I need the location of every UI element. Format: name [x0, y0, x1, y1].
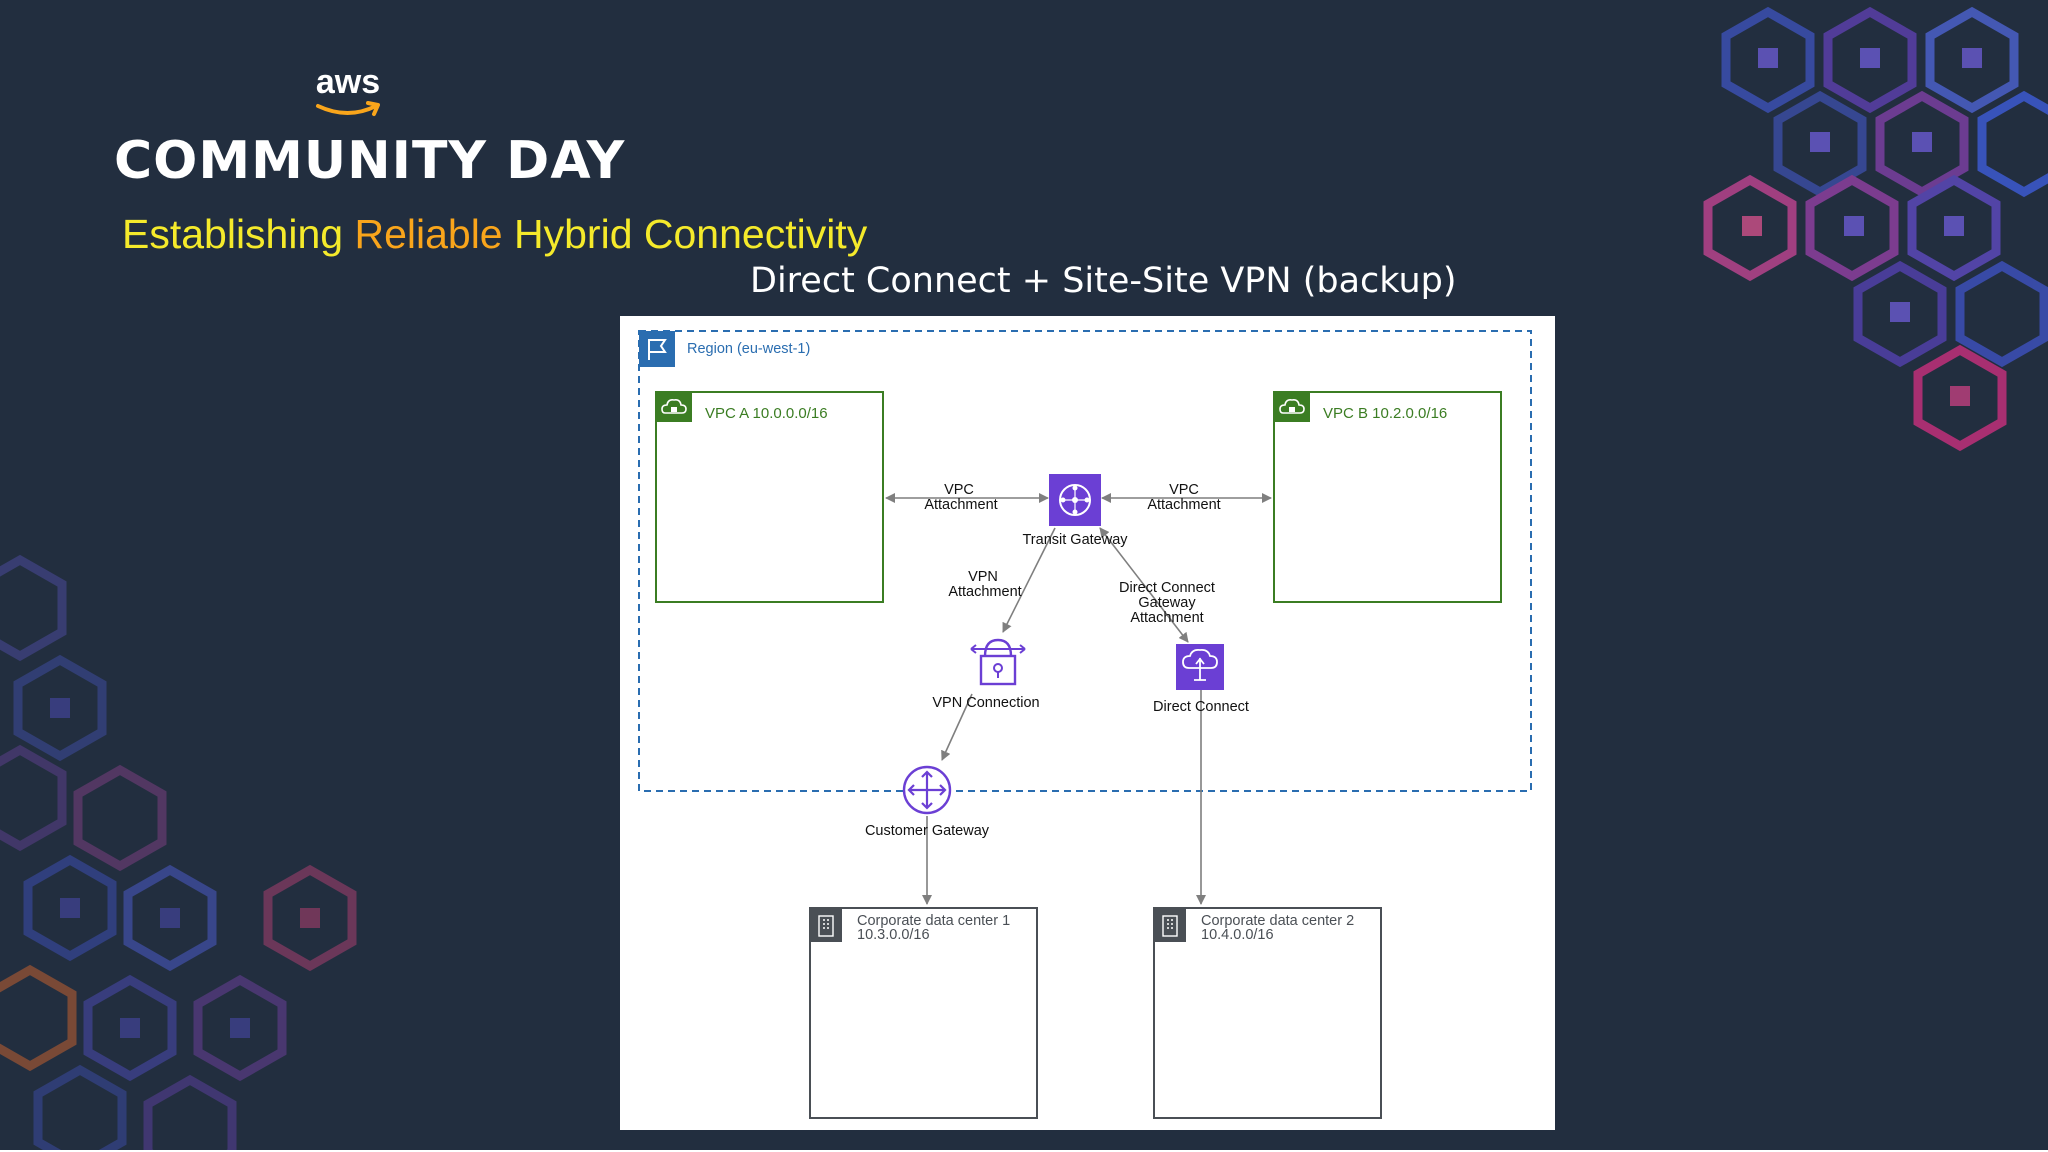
vpc-attachment-right-line2: Attachment	[1147, 497, 1220, 513]
datacenter-2-name: Corporate data center 2	[1201, 913, 1354, 929]
datacenter-1-name: Corporate data center 1	[857, 913, 1010, 929]
aws-logo: aws	[308, 62, 388, 122]
hexagon-pattern-top-right	[1703, 6, 2048, 452]
bottom-strip	[0, 1150, 2048, 1152]
region-group: Region (eu-west-1)	[638, 330, 1532, 792]
dx-gateway-attachment-label: Direct Connect Gateway Attachment	[1119, 580, 1215, 626]
vpn-attachment-line2: Attachment	[948, 584, 1021, 600]
vpn-lock-icon	[970, 638, 1026, 686]
vpc-a-group: VPC A 10.0.0.0/16	[655, 391, 884, 603]
direct-connect-node: Direct Connect	[1153, 644, 1249, 715]
vpc-cloud-lock-icon	[656, 392, 692, 422]
connector-vpn-cgw	[941, 693, 973, 761]
building-icon	[810, 908, 842, 942]
vpc-b-label: VPC B 10.2.0.0/16	[1323, 405, 1447, 422]
aws-smile-arrow-icon	[316, 101, 380, 116]
dx-attachment-line1: Direct Connect	[1119, 580, 1215, 596]
dx-attachment-line2: Gateway	[1138, 595, 1196, 611]
architecture-diagram: Region (eu-west-1) VPC A 10.0.0.0/16	[620, 316, 1555, 1130]
vpn-attachment-label: VPN Attachment	[948, 569, 1021, 600]
vpc-a-label: VPC A 10.0.0.0/16	[705, 405, 828, 422]
direct-connect-label: Direct Connect	[1153, 699, 1249, 715]
vpc-attachment-left-label: VPC Attachment	[924, 482, 997, 513]
vpc-attachment-left-line1: VPC	[944, 482, 974, 498]
transit-gateway-label: Transit Gateway	[1022, 532, 1128, 548]
vpc-attachment-left-line2: Attachment	[924, 497, 997, 513]
hexagon-pattern-bottom-left	[0, 554, 357, 1152]
direct-connect-icon	[1176, 644, 1224, 690]
vpn-attachment-line1: VPN	[968, 569, 998, 585]
subtitle-part-3: Hybrid Connectivity	[502, 211, 868, 257]
region-flag-icon	[639, 331, 675, 367]
customer-gateway-router-icon	[902, 765, 952, 815]
transit-gateway-node: Transit Gateway	[1022, 474, 1128, 548]
slide-subtitle: Establishing Reliable Hybrid Connectivit…	[122, 208, 867, 260]
datacenter-2-group: Corporate data center 2 10.4.0.0/16	[1153, 907, 1382, 1119]
datacenter-2-cidr: 10.4.0.0/16	[1201, 927, 1274, 943]
aws-logo-text: aws	[315, 63, 381, 101]
dx-attachment-line3: Attachment	[1130, 610, 1203, 626]
connector-tgw-dx	[1099, 527, 1189, 643]
region-label: Region (eu-west-1)	[687, 341, 810, 357]
vpc-cloud-lock-icon	[1274, 392, 1310, 422]
community-day-title: COMMUNITY DAY	[114, 131, 626, 191]
customer-gateway-label: Customer Gateway	[865, 823, 990, 839]
building-icon	[1154, 908, 1186, 942]
subtitle-part-1: Establishing	[122, 211, 355, 257]
vpc-attachment-right-line1: VPC	[1169, 482, 1199, 498]
vpn-connection-node: VPN Connection	[932, 638, 1040, 711]
datacenter-1-group: Corporate data center 1 10.3.0.0/16	[809, 907, 1038, 1119]
subtitle-highlight-reliable: Reliable	[354, 211, 503, 257]
customer-gateway-node: Customer Gateway	[865, 765, 990, 839]
datacenter-1-cidr: 10.3.0.0/16	[857, 927, 930, 943]
transit-gateway-icon	[1049, 474, 1101, 526]
vpc-b-group: VPC B 10.2.0.0/16	[1273, 391, 1502, 603]
vpc-attachment-right-label: VPC Attachment	[1147, 482, 1220, 513]
connector-tgw-vpn	[1002, 527, 1056, 633]
diagram-title: Direct Connect + Site-Site VPN (backup)	[750, 261, 1457, 301]
vpn-connection-label: VPN Connection	[932, 695, 1039, 711]
